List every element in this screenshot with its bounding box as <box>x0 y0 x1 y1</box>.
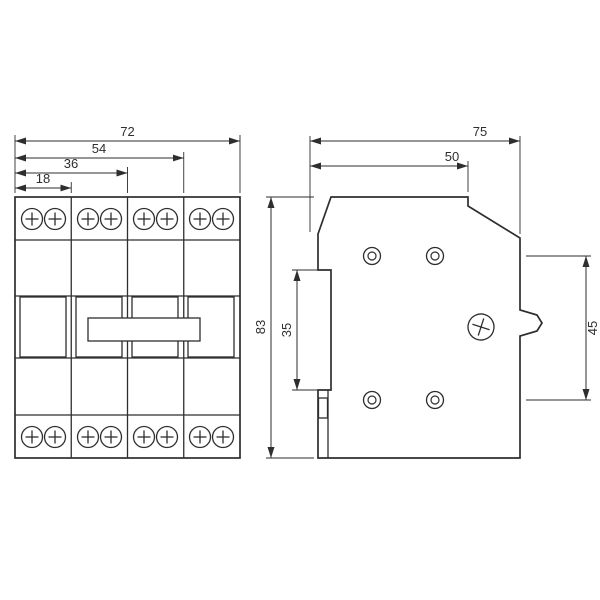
terminal-screw-icon <box>211 425 235 449</box>
terminal-hole-icon <box>362 390 382 410</box>
front-extension-lines <box>14 135 241 193</box>
dim-three-modules: 54 <box>15 141 184 162</box>
front-view: 72 54 36 18 <box>14 124 241 459</box>
terminal-band-lines <box>15 239 240 416</box>
dim-terminal-spacing: 45 <box>582 256 600 400</box>
toggle-rockers <box>19 296 235 358</box>
terminal-hole-icon <box>425 390 445 410</box>
terminal-screw-icon <box>20 425 44 449</box>
terminal-screw-icon <box>99 207 123 231</box>
dim-overall-width: 72 <box>15 124 240 145</box>
dim-upper-depth-label: 50 <box>445 149 459 164</box>
dim-din-recess-label: 35 <box>279 323 294 337</box>
terminal-screw-icon <box>76 207 100 231</box>
dim-one-module-label: 18 <box>36 171 50 186</box>
terminal-screw-icon <box>188 425 212 449</box>
terminal-screw-icon <box>76 425 100 449</box>
dim-overall-depth-label: 75 <box>473 124 487 139</box>
dim-three-modules-label: 54 <box>92 141 106 156</box>
dim-terminal-spacing-label: 45 <box>585 321 600 335</box>
terminal-screw-icon <box>188 207 212 231</box>
terminal-screw-icon <box>132 207 156 231</box>
dim-two-modules-label: 36 <box>64 156 78 171</box>
terminal-screw-icon <box>43 207 67 231</box>
terminal-hole-icon <box>362 246 382 266</box>
phillips-screw-icon <box>467 313 495 341</box>
dim-overall-depth: 75 <box>310 124 520 145</box>
side-view: 75 50 83 35 45 <box>253 124 600 459</box>
dim-overall-width-label: 72 <box>120 124 134 139</box>
terminal-screw-icon <box>155 425 179 449</box>
terminal-screw-icon <box>20 207 44 231</box>
dim-overall-height-label: 83 <box>253 320 268 334</box>
handle-tie-bar <box>87 317 201 342</box>
terminal-screw-icon <box>132 425 156 449</box>
dim-one-module: 18 <box>15 171 72 192</box>
dim-din-recess: 35 <box>279 270 301 390</box>
side-body-outline <box>317 196 544 459</box>
terminal-screw-icon <box>155 207 179 231</box>
dim-overall-height: 83 <box>253 197 275 458</box>
terminal-screw-icon <box>99 425 123 449</box>
dim-two-modules: 36 <box>15 156 128 177</box>
terminal-hole-icon <box>425 246 445 266</box>
dim-upper-depth: 50 <box>310 149 468 170</box>
terminal-screw-icon <box>211 207 235 231</box>
din-rail-clip <box>317 390 329 458</box>
terminal-screw-icon <box>43 425 67 449</box>
